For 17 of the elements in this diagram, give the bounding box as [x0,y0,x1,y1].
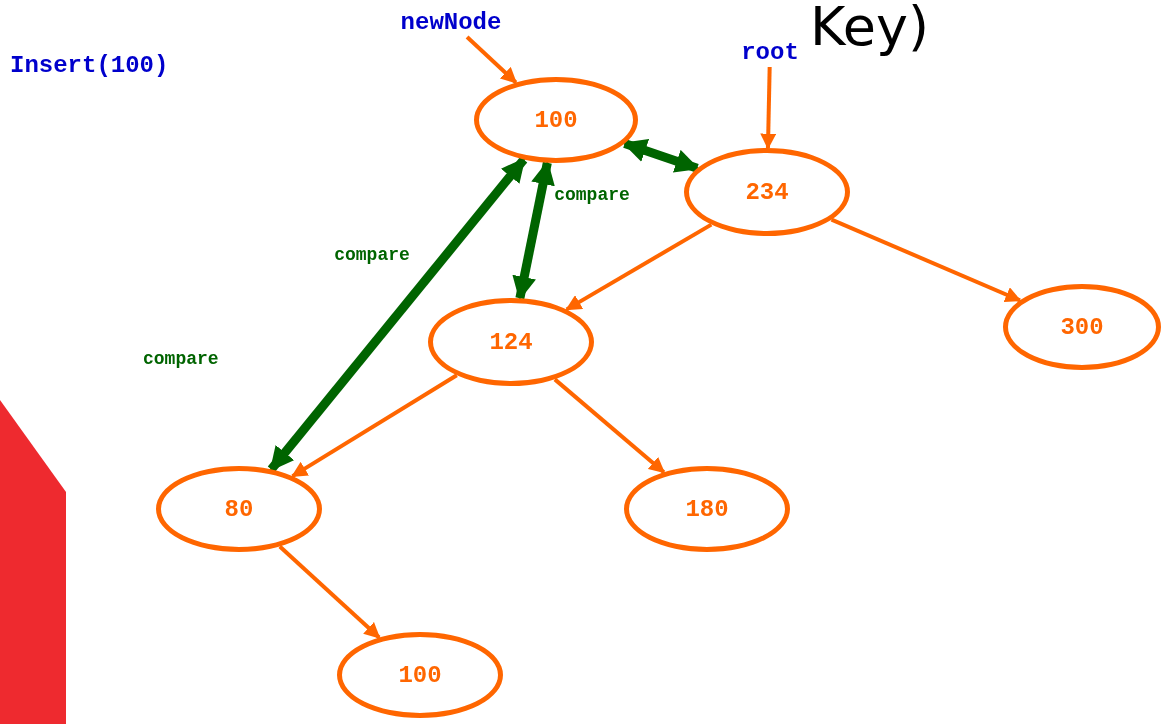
pointer-label: newNode [361,7,541,37]
arrow [553,377,666,474]
node-value: 124 [489,328,533,356]
arrow [291,373,458,478]
node-value: 180 [685,495,729,523]
arrow [465,35,518,84]
arrow [278,544,381,640]
note-label: compare [143,350,219,370]
node-value: 234 [745,178,789,206]
node-value: 80 [224,495,254,523]
node-value: 300 [1060,313,1104,341]
heading-fragment: Key) [810,0,929,54]
title: Insert(100) [10,52,169,79]
arrow [760,66,777,150]
node-value: 100 [398,661,442,689]
arrow [565,222,713,312]
node-value: 100 [534,106,578,134]
